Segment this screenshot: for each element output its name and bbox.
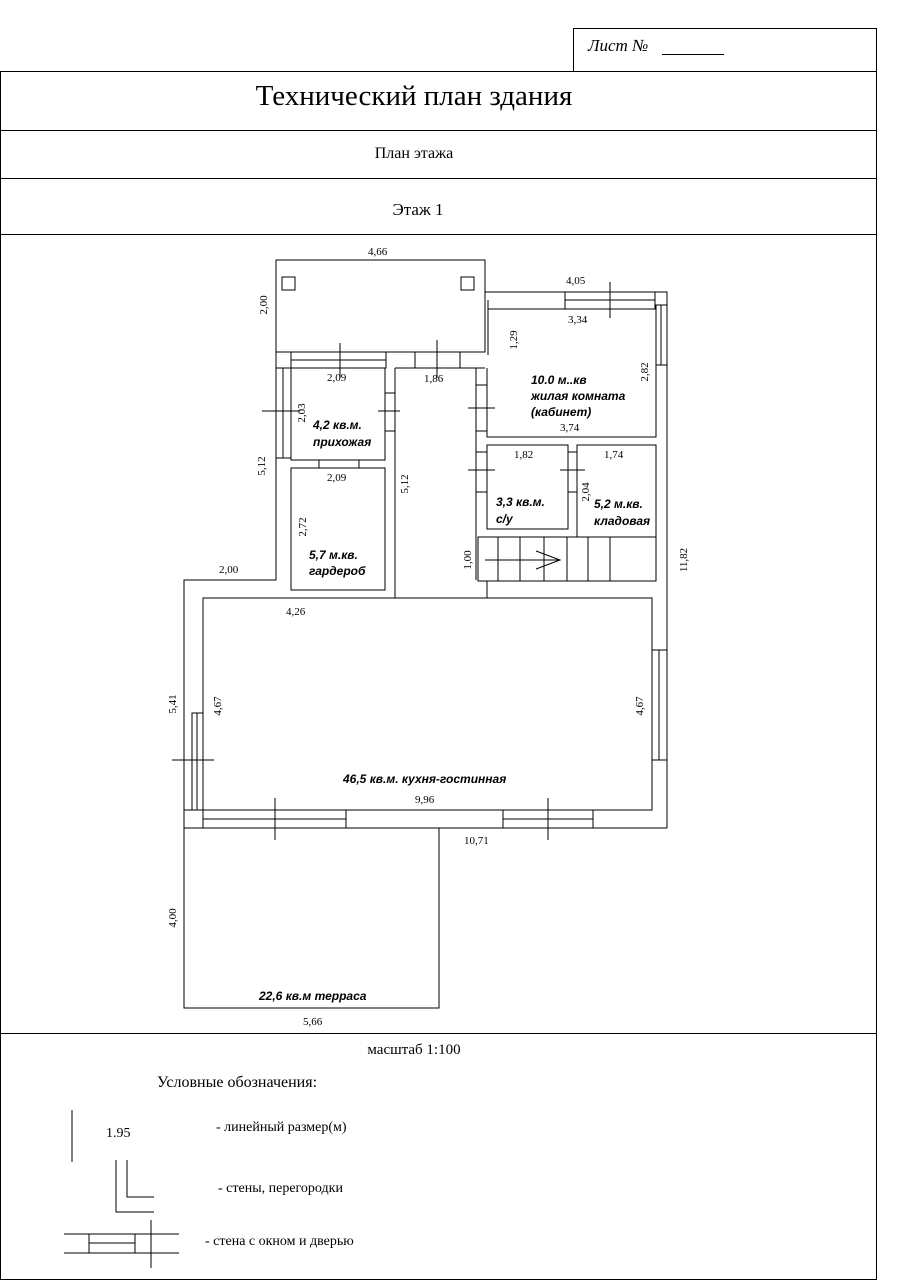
dim-step-width: 2,00 <box>219 564 239 576</box>
sheet-number-label: Лист № <box>588 36 724 56</box>
document-title: Технический план здания <box>255 80 573 112</box>
dim-terrace-bottom: 5,66 <box>303 1016 323 1028</box>
cabinet-name-2: (кабинет) <box>531 405 591 419</box>
dim-cab-left: 1,29 <box>508 330 520 350</box>
dim-hall-top: 2,09 <box>327 372 347 384</box>
wardrobe-door <box>318 459 360 469</box>
terrace <box>183 827 440 1009</box>
dim-cabinet-outer-top: 4,05 <box>566 275 586 287</box>
porch <box>275 259 486 353</box>
dim-kitchen-left-outer: 5,41 <box>167 694 179 713</box>
terrace-label: 22,6 кв.м терраса <box>258 989 367 1003</box>
dim-left-wing: 5,12 <box>256 456 268 475</box>
dim-corridor-side: 5,12 <box>399 474 411 493</box>
dim-cabinet-bottom: 3,74 <box>560 422 580 434</box>
pantry-door <box>567 451 578 493</box>
dim-porch-top: 4,66 <box>368 246 388 258</box>
hall-door <box>384 392 396 432</box>
pantry-name: кладовая <box>594 514 650 528</box>
legend-sample-dimension: 1.95 <box>106 1126 131 1141</box>
dim-stairs-side: 1,00 <box>462 550 474 570</box>
dim-cab-right: 2,82 <box>639 362 651 381</box>
dim-wardrobe-side: 2,72 <box>297 517 309 536</box>
porch-post-left <box>281 276 296 291</box>
floor-plan: 10.0 м..кв жилая комната (кабинет) 4,2 к… <box>167 246 690 1028</box>
dim-corridor: 1,86 <box>424 373 444 385</box>
wardrobe-name: гардероб <box>309 564 366 578</box>
dim-kitchen-left-inner: 4,67 <box>212 696 224 716</box>
dim-kitchen-bottom-inner: 9,96 <box>415 794 435 806</box>
cabinet-outer-wall <box>485 291 668 828</box>
plan-subtitle: План этажа <box>374 145 454 162</box>
legend-item-walls: - стены, перегородки <box>218 1181 343 1196</box>
cabinet-area: 10.0 м..кв <box>531 373 587 387</box>
dim-hall-bottom: 2,09 <box>327 472 347 484</box>
dim-right-total: 11,82 <box>678 548 690 572</box>
bathroom-door <box>475 451 488 493</box>
legend-item-dimension: - линейный размер(м) <box>216 1120 347 1135</box>
scale-label: масштаб 1:100 <box>367 1042 461 1058</box>
legend-heading: Условные обозначения: <box>157 1074 318 1091</box>
porch-post-right <box>460 276 475 291</box>
bathroom-name: с/у <box>496 512 514 526</box>
dim-kitchen-top: 4,26 <box>286 606 306 618</box>
legend-item-window-door: - стена с окном и дверью <box>205 1234 354 1249</box>
dim-hall-side: 2,03 <box>296 403 308 423</box>
bathroom-area: 3,3 кв.м. <box>496 495 545 509</box>
dim-porch-left: 2,00 <box>258 295 270 315</box>
plan-bottom-divider <box>0 1033 877 1034</box>
floor-divider <box>0 234 877 235</box>
dim-cabinet-inner-top: 3,34 <box>568 314 588 326</box>
wardrobe-area: 5,7 м.кв. <box>309 548 358 562</box>
floor-label: Этаж 1 <box>392 200 444 219</box>
hall-area: 4,2 кв.м. <box>312 418 362 432</box>
dim-terrace-side: 4,00 <box>167 908 179 928</box>
dim-pantry-side: 2,04 <box>580 482 592 502</box>
left-wing-wall <box>183 352 277 810</box>
kitchen-label: 46,5 кв.м. кухня-гостинная <box>342 772 506 786</box>
title-divider <box>0 130 877 131</box>
dim-kitchen-bottom-outer: 10,71 <box>464 835 489 847</box>
subtitle-divider <box>0 178 877 179</box>
pantry-area: 5,2 м.кв. <box>594 497 643 511</box>
dim-kitchen-right: 4,67 <box>634 696 646 716</box>
dim-pantry-top: 1,74 <box>604 449 624 461</box>
dim-bath-top: 1,82 <box>514 449 533 461</box>
sheet-number-blank <box>662 54 724 55</box>
hall-name: прихожая <box>313 435 371 449</box>
cabinet-name-1: жилая комната <box>530 389 626 403</box>
